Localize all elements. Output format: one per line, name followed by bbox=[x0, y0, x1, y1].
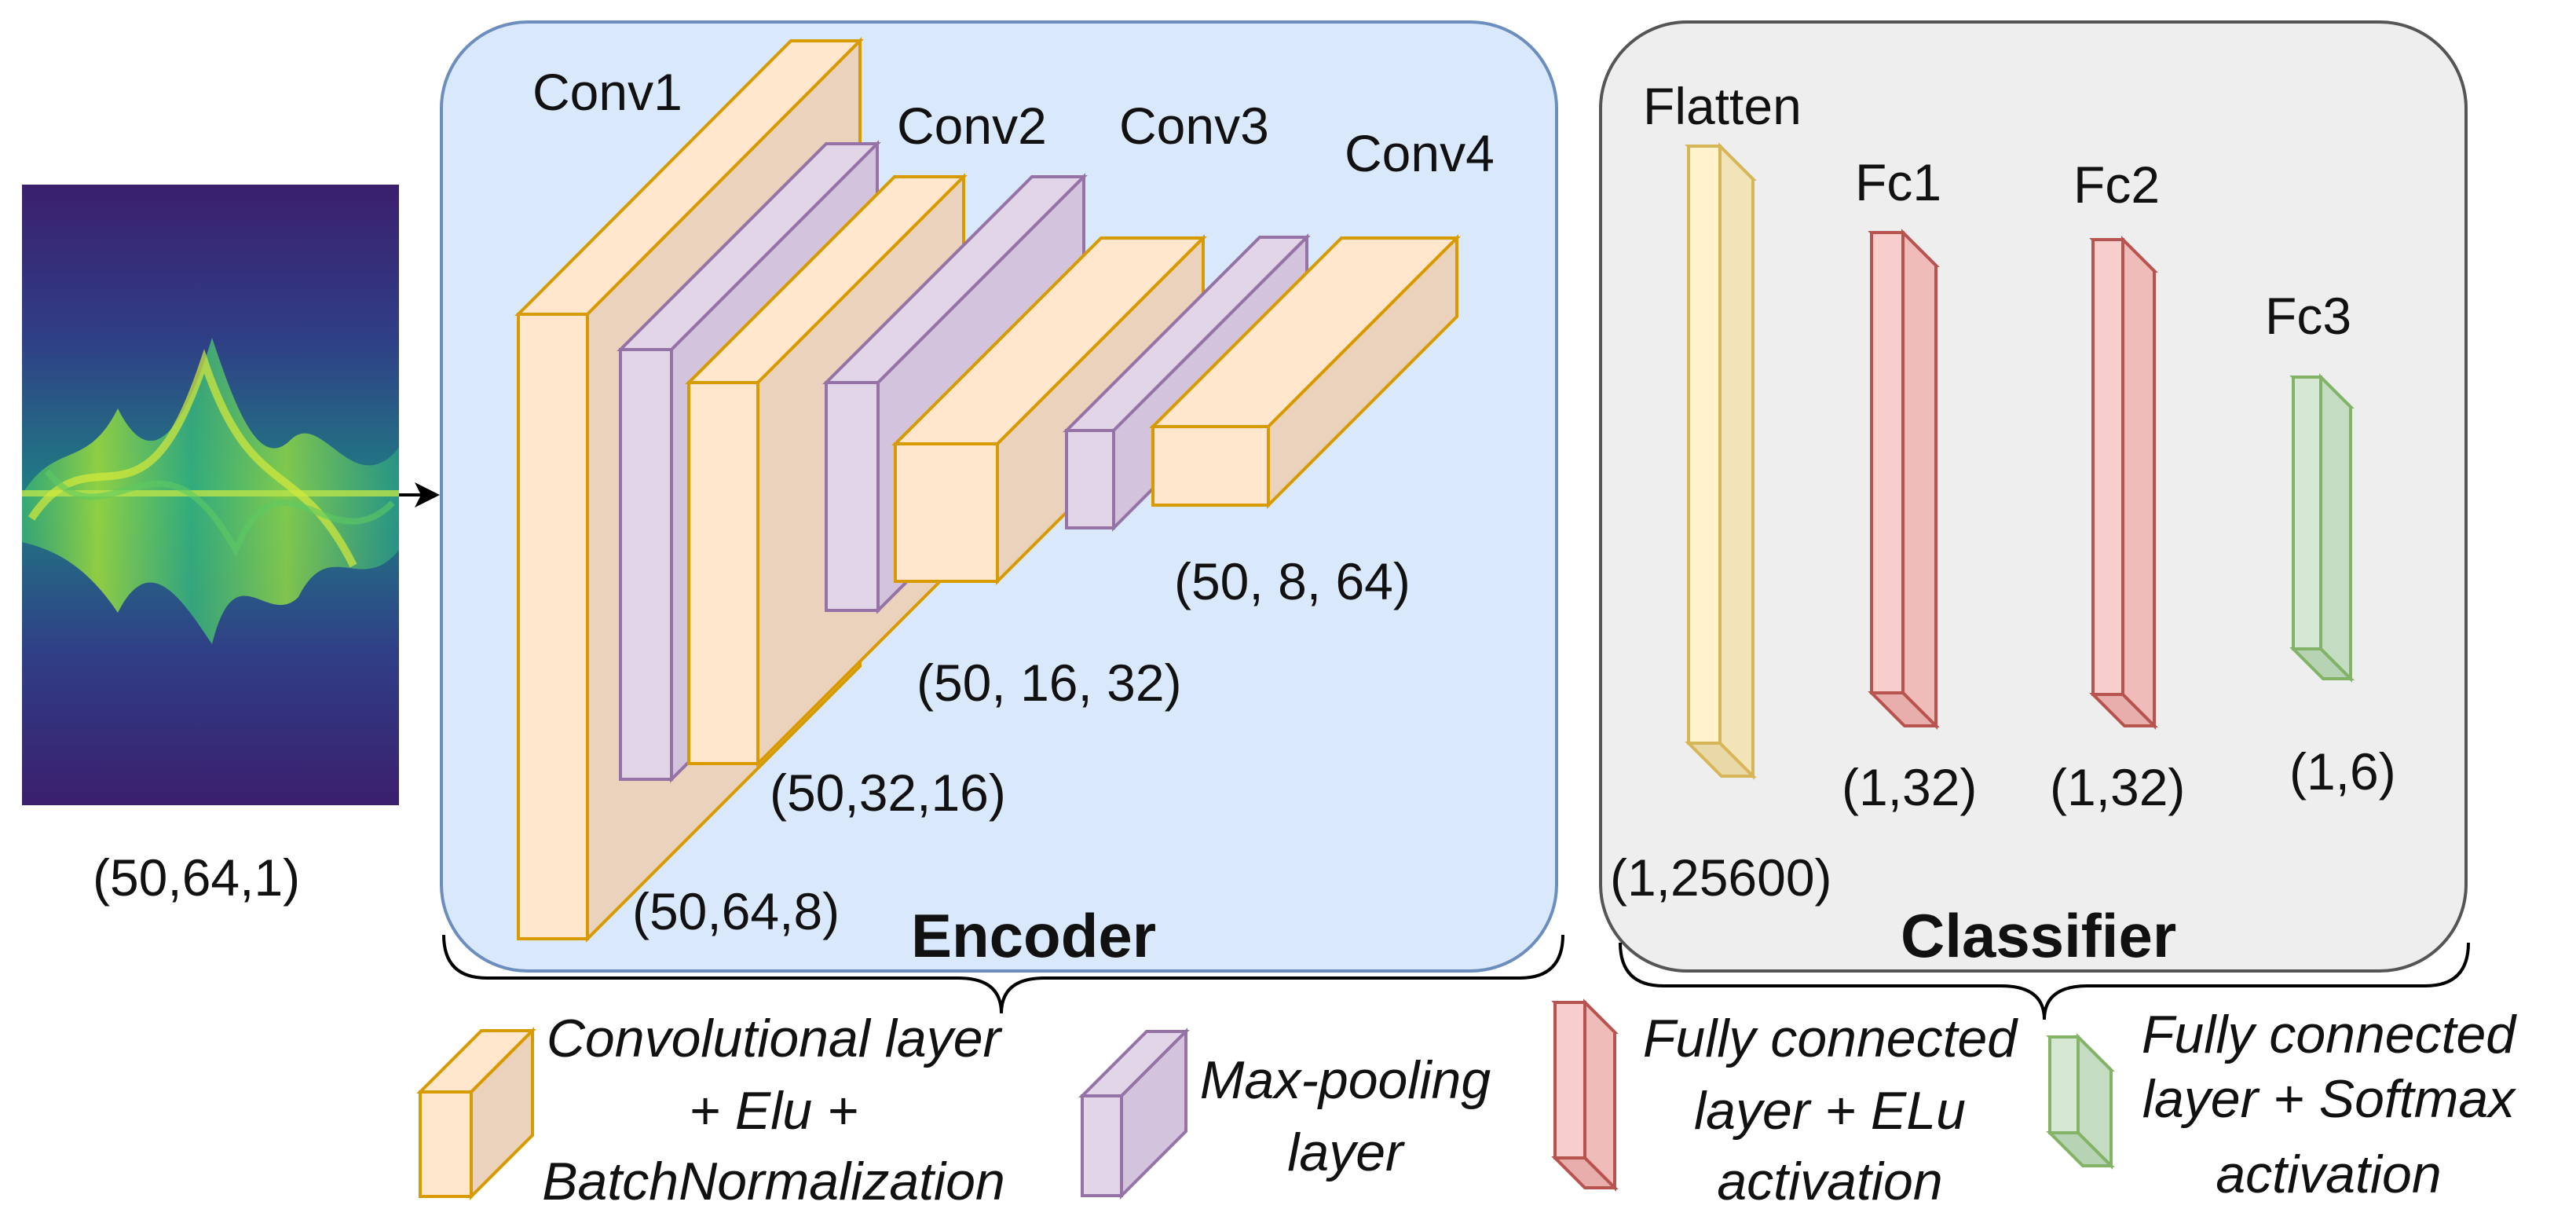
flatten-shape-label: (1,25600) bbox=[1610, 848, 1832, 907]
conv4-block bbox=[1149, 234, 1461, 509]
flatten-label: Flatten bbox=[1643, 77, 1802, 135]
conv1-label: Conv1 bbox=[532, 63, 682, 121]
encoder-title: Encoder bbox=[911, 901, 1156, 970]
encoder-brace bbox=[442, 934, 1564, 1014]
legend-fc-elu-line1: Fully connected bbox=[1643, 1009, 2018, 1068]
conv3-shape-label: (50, 16, 32) bbox=[917, 654, 1182, 712]
legend-fc-softmax-line1: Fully connected bbox=[2142, 1005, 2517, 1064]
fc1-label: Fc1 bbox=[1855, 153, 1941, 211]
conv2-label: Conv2 bbox=[897, 97, 1047, 155]
fc2-label: Fc2 bbox=[2073, 156, 2160, 214]
conv3-label: Conv3 bbox=[1119, 97, 1269, 155]
classifier-panel bbox=[1599, 20, 2468, 973]
conv1-shape-label: (50,64,8) bbox=[632, 882, 840, 940]
legend-conv-icon bbox=[416, 1027, 536, 1200]
legend-fc-elu-line3: activation bbox=[1717, 1152, 1942, 1211]
fc1-shape-label: (1,32) bbox=[1842, 758, 1977, 816]
flatten-block bbox=[1685, 142, 1757, 780]
legend-fc-elu-icon bbox=[1551, 998, 1619, 1192]
legend-fc-softmax-line2: layer + Softmax bbox=[2142, 1069, 2516, 1129]
legend-fc-softmax-line3: activation bbox=[2216, 1145, 2441, 1204]
legend-fc-elu-line2: layer + ELu bbox=[1694, 1081, 1966, 1141]
conv4-label: Conv4 bbox=[1345, 124, 1495, 182]
legend-conv-line1: Convolutional layer bbox=[547, 1009, 1003, 1068]
legend-pool-line1: Max-pooling bbox=[1200, 1050, 1491, 1110]
classifier-title: Classifier bbox=[1901, 901, 2176, 970]
legend-fc-softmax-icon bbox=[2046, 1033, 2115, 1170]
legend-pool-icon bbox=[1078, 1028, 1190, 1200]
conv2-shape-label: (50,32,16) bbox=[770, 764, 1006, 822]
fc2-shape-label: (1,32) bbox=[2050, 758, 2185, 816]
fc3-shape-label: (1,6) bbox=[2289, 742, 2396, 801]
legend-conv-line3: BatchNormalization bbox=[542, 1152, 1005, 1211]
legend-conv-line2: + Elu + bbox=[689, 1081, 858, 1141]
fc1-block bbox=[1868, 229, 1940, 730]
input-arrow bbox=[399, 482, 440, 507]
input-shape-label: (50,64,1) bbox=[93, 848, 300, 907]
input-spectrogram bbox=[22, 185, 399, 805]
fc3-label: Fc3 bbox=[2265, 287, 2351, 345]
legend-pool-line2: layer bbox=[1287, 1123, 1405, 1182]
fc3-block bbox=[2289, 373, 2355, 683]
fc2-block bbox=[2089, 236, 2158, 730]
conv4-shape-label: (50, 8, 64) bbox=[1174, 552, 1411, 610]
classifier-brace bbox=[1619, 942, 2470, 1020]
